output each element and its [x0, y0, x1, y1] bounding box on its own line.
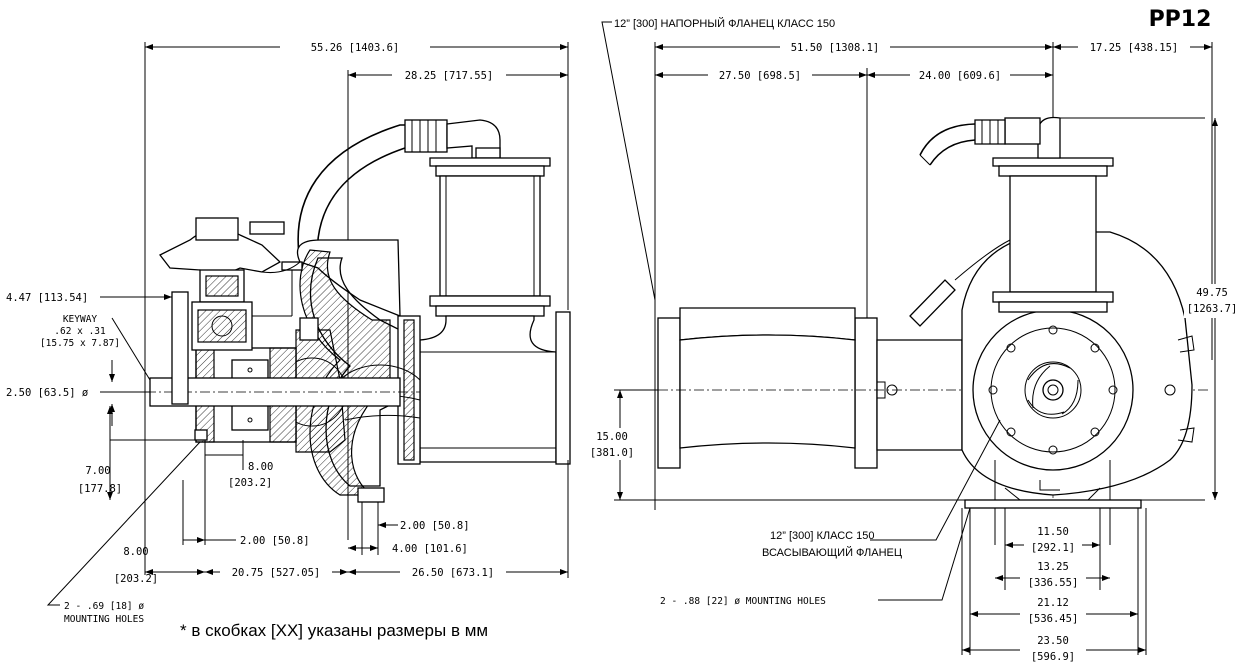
- dim-shaft-dia: 2.50 [63.5] ø: [6, 387, 89, 399]
- dim-foot-a: 8.00: [248, 461, 273, 473]
- dim-center-height: 15.00: [596, 431, 628, 443]
- keyway-in: .62 x .31: [54, 326, 106, 337]
- dim-base-a-mm: [203.2]: [114, 573, 158, 585]
- dim-width-a: 27.50 [698.5]: [719, 70, 801, 82]
- holes-right: 2 - .88 [22] ø MOUNTING HOLES: [660, 596, 826, 607]
- dim-width-side: 17.25 [438.15]: [1090, 42, 1179, 54]
- dim-foot-d: 4.00 [101.6]: [392, 543, 468, 555]
- dim-width-b: 24.00 [609.6]: [919, 70, 1001, 82]
- dim-height-total: 49.75: [1196, 287, 1228, 299]
- mm-note: * в скобках [XX] указаны размеры в мм: [180, 621, 488, 640]
- holes-a: 2 - .69 [18] ø: [64, 601, 144, 612]
- side-view: 55.26 [1403.6] 28.25 [717.55]: [6, 40, 571, 625]
- dim-discharge-offset: 28.25 [717.55]: [405, 70, 494, 82]
- dim-shaft-ext: 4.47 [113.54]: [6, 292, 88, 304]
- keyway-title: KEYWAY: [63, 314, 98, 325]
- front-view: 12” [300] НАПОРНЫЙ ФЛАНЕЦ КЛАСС 150 51.5…: [590, 17, 1238, 664]
- model-title: PP12: [1149, 7, 1212, 32]
- dim-base-b-right-mm: [336.55]: [1028, 577, 1079, 589]
- dim-base-b: 20.75 [527.05]: [232, 567, 321, 579]
- keyway-mm: [15.75 x 7.87]: [40, 338, 120, 349]
- dim-height-total-mm: [1263.7]: [1187, 303, 1238, 315]
- dim-center-height-mm: [381.0]: [590, 447, 634, 459]
- dim-base-c-right-mm: [536.45]: [1028, 613, 1079, 625]
- suction-label-a: 12” [300] КЛАСС 150: [770, 530, 875, 542]
- dim-overall-length: 55.26 [1403.6]: [311, 42, 400, 54]
- dim-foot-b: 2.00 [50.8]: [240, 535, 310, 547]
- dim-base-a-right: 11.50: [1037, 526, 1069, 538]
- suction-label-b: ВСАСЫВАЮЩИЙ ФЛАНЕЦ: [762, 546, 902, 559]
- holes-b: MOUNTING HOLES: [64, 614, 144, 625]
- dim-base-c: 26.50 [673.1]: [412, 567, 494, 579]
- dim-height-a: 7.00: [85, 465, 110, 477]
- dim-base-b-right: 13.25: [1037, 561, 1069, 573]
- dim-base-d-right-mm: [596.9]: [1031, 651, 1075, 663]
- dim-base-a-right-mm: [292.1]: [1031, 542, 1075, 554]
- dim-width-total: 51.50 [1308.1]: [791, 42, 880, 54]
- discharge-flange-label: 12” [300] НАПОРНЫЙ ФЛАНЕЦ КЛАСС 150: [614, 17, 835, 30]
- dim-foot-a-mm: [203.2]: [228, 477, 272, 489]
- dim-foot-c: 2.00 [50.8]: [400, 520, 470, 532]
- dim-height-a-mm: [177.8]: [78, 483, 122, 495]
- dim-base-a: 8.00: [123, 546, 148, 558]
- dim-base-d-right: 23.50: [1037, 635, 1069, 647]
- dim-base-c-right: 21.12: [1037, 597, 1069, 609]
